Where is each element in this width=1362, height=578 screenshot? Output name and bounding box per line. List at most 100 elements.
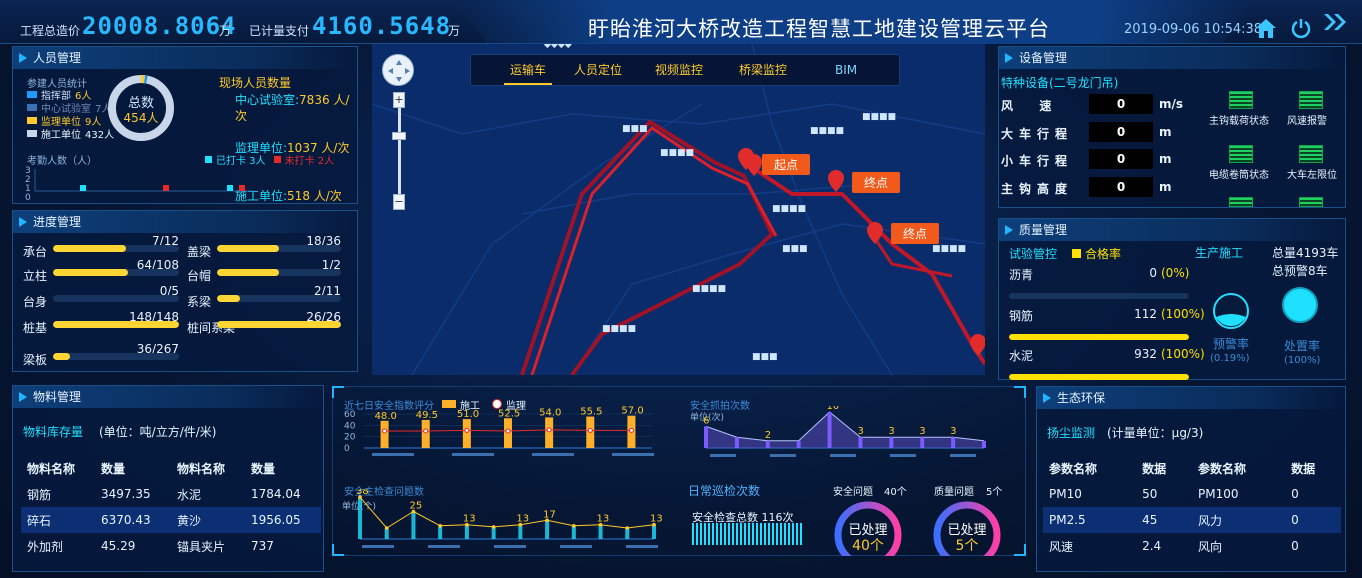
bar [545, 520, 550, 539]
bar [464, 524, 469, 539]
marker-end-label[interactable]: 终点 [852, 172, 901, 193]
progress-label: 台帽 [187, 269, 212, 283]
warn-rate-value: (0.19%) [1210, 353, 1250, 364]
point [652, 522, 656, 527]
power-icon[interactable] [1290, 17, 1312, 39]
map-roads [372, 44, 985, 375]
materials-panel: 物料管理 物料库存量 (单位：吨/立方/件/米) 物料名称 数量 物料名称 数量… [12, 385, 324, 572]
quality-issue-count: 5个 [986, 487, 1003, 498]
map-view[interactable]: ◆◆◆◆ ■■■ ■■■■ ■■■■ ■■■■ ■■■■ ■■■ ■■■■ ■■… [372, 44, 985, 375]
status-label: 电缆卷筒状态 [1209, 170, 1269, 181]
cell: 737 [250, 539, 274, 553]
datetime: 2019-09-06 10:54:38 [1124, 22, 1263, 37]
cell: 风速 [1049, 539, 1074, 554]
x-tick-label [950, 454, 976, 457]
bar [491, 526, 496, 539]
column-header: 物料名称 [176, 461, 225, 476]
data-label: 3 [857, 426, 863, 437]
frame-corner [332, 544, 344, 556]
data-label: 3 [888, 426, 894, 437]
materials-unit: (单位：吨/立方/件/米) [99, 425, 217, 439]
cell: PM100 [1197, 487, 1239, 501]
map-place-label: ■■■■ [602, 324, 637, 334]
pan-control-icon[interactable] [382, 54, 414, 86]
progress-bar [53, 269, 179, 276]
data-label: 13 [463, 514, 476, 525]
cell: 2.4 [1142, 539, 1162, 553]
data-label: 52.5 [498, 408, 520, 419]
data-label: 6 [703, 415, 709, 426]
not-checked-in: 未打卡 2人 [284, 156, 335, 167]
map-pin-icon[interactable] [746, 154, 762, 180]
frame-corner [332, 386, 344, 398]
zoom-slider-handle[interactable] [392, 132, 406, 140]
safety-done-label: 已处理 [848, 523, 888, 538]
marker-end-label[interactable]: 终点 [891, 223, 940, 244]
point [587, 427, 593, 433]
zoom-out-button[interactable]: − [393, 194, 405, 210]
data-label: 10 [827, 406, 840, 412]
safety-done-gauge: 已处理 40个 [833, 500, 903, 556]
handle-rate-gauge [1282, 287, 1318, 323]
series-area [706, 412, 984, 448]
x-tick-label [494, 545, 526, 548]
tab-bridge[interactable]: 桥梁监控 [739, 63, 788, 77]
column-header: 数量 [101, 461, 126, 476]
reading-unit: m [1159, 125, 1172, 139]
total-cost-value: 20008.8064 [82, 12, 237, 40]
legend-label: 监理 [506, 401, 526, 412]
tab-transport[interactable]: 运输车 [504, 57, 553, 85]
legend-marker [492, 399, 502, 409]
progress-bar-fill [217, 269, 279, 276]
progress-bar [217, 245, 341, 252]
tab-video[interactable]: 视频监控 [655, 63, 704, 77]
progress-value: 148/148 [129, 310, 179, 324]
progress-label: 立柱 [23, 269, 48, 283]
production-label: 生产施工 [1195, 246, 1244, 260]
zoom-slider-track[interactable] [398, 108, 401, 194]
y-tick: 40 [344, 421, 356, 431]
reading-label: 大车行程 [1001, 127, 1074, 141]
legend-label: 监理单位 [41, 117, 81, 128]
progress-value: 18/36 [306, 234, 341, 248]
bar [625, 528, 630, 539]
map-pin-icon[interactable] [970, 334, 985, 360]
materials-panel-title: 物料管理 [13, 386, 323, 408]
equipment-subtitle: 特种设备(二号龙门吊) [1001, 76, 1119, 90]
y-tick: 2 [25, 175, 31, 185]
progress-bar [217, 321, 341, 328]
bar [462, 419, 471, 448]
total-cost-label: 工程总造价 [20, 24, 81, 38]
page-title: 盱眙淮河大桥改造工程智慧工地建设管理云平台 [588, 17, 1050, 41]
x-tick-label [362, 545, 394, 548]
bar [652, 524, 656, 539]
point [465, 522, 469, 527]
map-pin-icon[interactable] [828, 170, 844, 196]
progress-bar [53, 245, 179, 252]
map-pin-icon[interactable] [867, 222, 883, 248]
double-chevron-icon[interactable] [1322, 13, 1348, 31]
reading-label: 风 速 [1001, 99, 1058, 113]
progress-bar [217, 295, 341, 302]
tab-personnel-location[interactable]: 人员定位 [574, 63, 623, 77]
marker-start-label[interactable]: 起点 [762, 154, 811, 175]
quality-bar [1009, 293, 1189, 299]
zoom-in-button[interactable]: + [393, 92, 405, 108]
home-icon[interactable] [1254, 16, 1278, 40]
bar [858, 437, 863, 448]
bar [734, 437, 739, 448]
tab-bim[interactable]: BIM [835, 63, 858, 77]
point [411, 509, 416, 514]
